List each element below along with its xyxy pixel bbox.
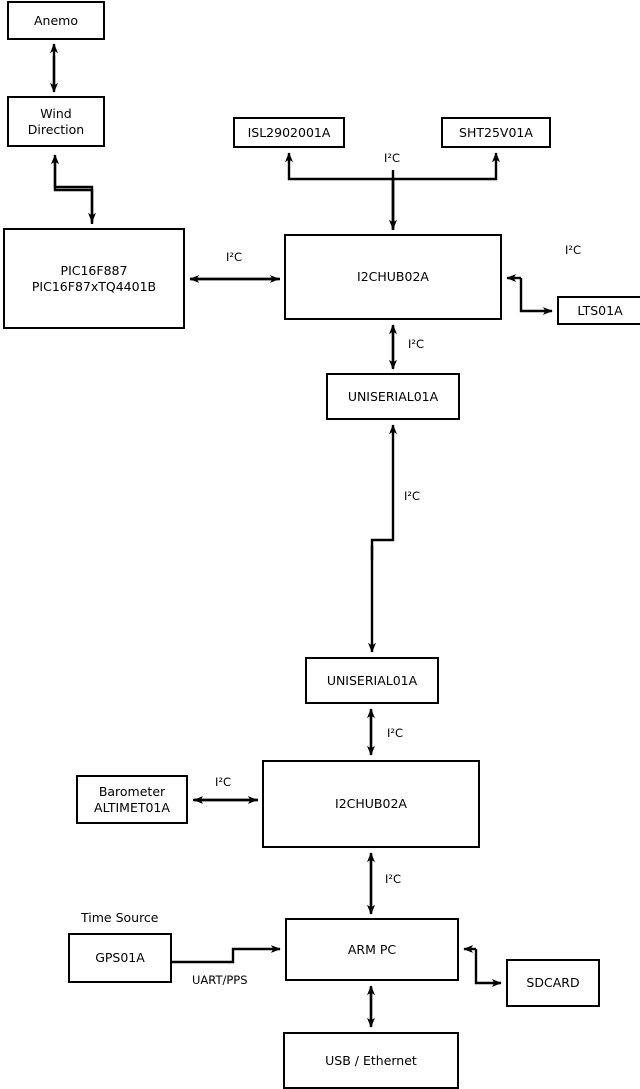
node-arm-pc[interactable]: ARM PC [285, 918, 459, 981]
edge-wind-pic [53, 160, 96, 223]
label-time-source: Time Source [81, 910, 159, 925]
node-uniserial01a-lower[interactable]: UNISERIAL01A [305, 657, 439, 704]
edge-gps-arm [172, 945, 281, 964]
node-sdcard[interactable]: SDCARD [506, 959, 600, 1007]
edge-label-hub2-armpc: I²C [385, 872, 402, 886]
edge-label-uniserial-hub2: I²C [387, 726, 404, 740]
node-i2chub02a-top-label: I2CHUB02A [357, 269, 429, 284]
node-lts01a-label: LTS01A [577, 302, 623, 318]
edge-label-uniserial-link: I²C [404, 489, 421, 503]
node-uniserial01a-upper[interactable]: UNISERIAL01A [326, 373, 460, 420]
node-uniserial01a-upper-label: UNISERIAL01A [347, 388, 439, 404]
node-uniserial01a-lower-label: UNISERIAL01A [326, 672, 418, 688]
node-usb-ethernet[interactable]: USB / Ethernet [283, 1032, 459, 1089]
edge-uniser-link-up [370, 424, 397, 560]
edge-label-pic-hub: I²C [226, 250, 243, 264]
node-lts01a[interactable]: LTS01A [557, 296, 640, 325]
edge-pic-wind [51, 154, 94, 224]
node-usb-ethernet-label: USB / Ethernet [325, 1052, 417, 1068]
node-i2chub02a-top[interactable]: I2CHUB02A [284, 234, 502, 320]
node-sht25v01a-label: SHT25V01A [459, 124, 533, 140]
edge-hub-lts [519, 278, 553, 315]
edge-label-barometer-hub2: I²C [215, 775, 232, 789]
node-i2chub02a-bottom-label: I2CHUB02A [335, 796, 407, 811]
node-gps01a[interactable]: GPS01A [68, 933, 172, 983]
node-barometer-altimet01a-label: Barometer ALTIMET01A [94, 783, 170, 815]
node-isl2902001a-label: ISL2902001A [247, 124, 331, 140]
node-barometer-altimet01a[interactable]: Barometer ALTIMET01A [76, 775, 188, 824]
node-pic-mcu-label: PIC16F887 PIC16F87xTQ4401B [31, 262, 157, 294]
edge-label-hub-sensors: I²C [384, 151, 401, 165]
edge-label-hub-uniserial: I²C [408, 337, 425, 351]
node-gps01a-label: GPS01A [95, 950, 145, 965]
node-wind-direction-label: Wind Direction [27, 105, 85, 137]
node-anemo[interactable]: Anemo [7, 1, 105, 40]
node-arm-pc-label: ARM PC [347, 941, 397, 957]
node-pic-mcu[interactable]: PIC16F887 PIC16F87xTQ4401B [3, 228, 185, 329]
node-i2chub02a-bottom[interactable]: I2CHUB02A [262, 760, 480, 848]
node-sht25v01a[interactable]: SHT25V01A [441, 117, 551, 148]
edge-label-gps-armpc: UART/PPS [192, 973, 248, 987]
node-isl2902001a[interactable]: ISL2902001A [233, 117, 345, 148]
edge-arm-sdcard [474, 949, 502, 987]
node-sdcard-label: SDCARD [526, 975, 580, 990]
edge-hub-isl [285, 152, 395, 230]
node-wind-direction[interactable]: Wind Direction [7, 96, 105, 147]
edge-label-hub-lts: I²C [565, 243, 582, 257]
edge-hub-sht [391, 152, 500, 230]
node-anemo-label: Anemo [34, 12, 78, 28]
